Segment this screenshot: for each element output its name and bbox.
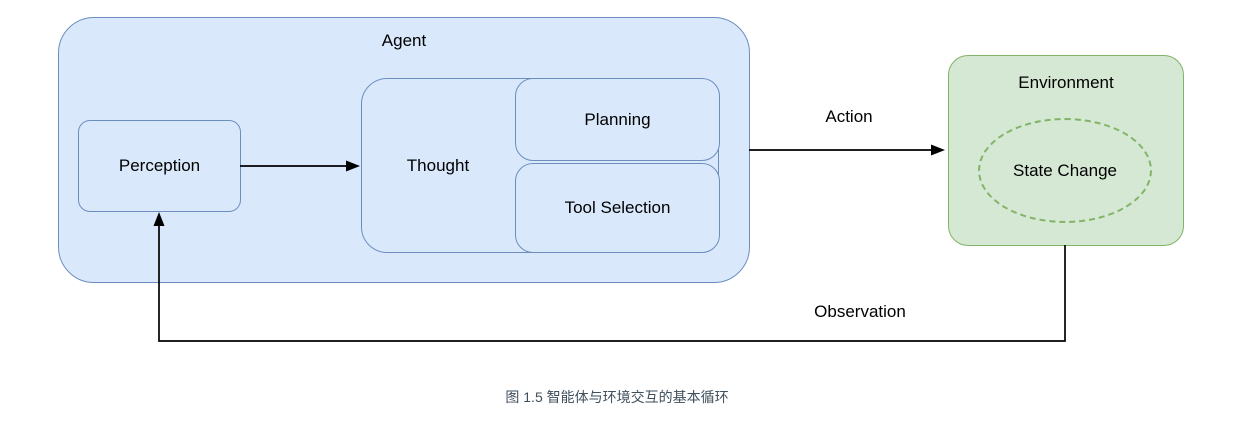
planning-label: Planning: [584, 109, 651, 129]
action-arrow: [749, 144, 945, 156]
observation-edge-label: Observation: [814, 302, 906, 321]
tool-selection-label: Tool Selection: [564, 198, 671, 217]
state-change-ellipse: State Change: [978, 118, 1152, 223]
state-change-label: State Change: [1013, 160, 1117, 180]
figure-caption: 图 1.5 智能体与环境交互的基本循环: [505, 389, 729, 405]
environment-label: Environment: [1018, 73, 1114, 92]
perception-label: Perception: [118, 156, 201, 175]
thought-label: Thought: [406, 155, 470, 175]
action-edge-label: Action: [825, 107, 873, 126]
tool-selection-box: Tool Selection: [515, 163, 720, 253]
thought-label-zone: Thought: [361, 78, 515, 253]
planning-box: Planning: [515, 78, 720, 161]
perception-box: Perception: [78, 120, 241, 212]
agent-label: Agent: [381, 31, 427, 50]
